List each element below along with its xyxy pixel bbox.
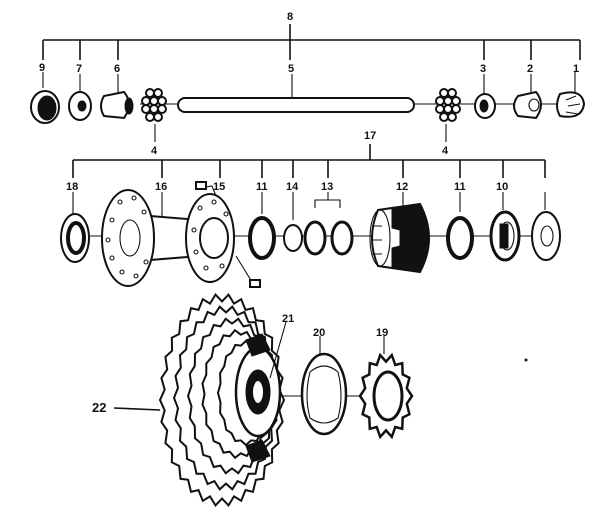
label-8: 8: [287, 11, 293, 23]
hub-flange-left: [101, 189, 155, 287]
label-4-left: 4: [151, 145, 158, 157]
pin-bottom: [249, 279, 261, 288]
label-21: 21: [282, 313, 294, 325]
locknut-right: [556, 91, 586, 118]
label-22: 22: [92, 400, 106, 415]
label-1: 1: [573, 63, 579, 75]
stray-dot: [524, 358, 528, 362]
cog-carrier: [234, 333, 282, 463]
label-19: 19: [376, 327, 388, 339]
dust-cap-right: [531, 211, 561, 261]
hub-flange-right-bore: [199, 217, 229, 259]
bearing-ring-right: [446, 216, 474, 260]
leader-21: [269, 321, 287, 379]
label-18: 18: [66, 181, 78, 193]
hub-body-assembly-group: 17 18 16 15 11 14 13 12 11 10: [60, 130, 561, 288]
cone-left: [100, 90, 130, 120]
spacer-washer: [283, 224, 303, 252]
washer-right: [513, 90, 542, 120]
bearing-balls-right: [435, 88, 461, 122]
cog-spacer-inner: [306, 365, 342, 424]
label-17: 17: [364, 130, 376, 142]
hub-flange-right-spoke-holes: [191, 199, 229, 271]
bearing-ring-left: [248, 216, 276, 260]
label-5: 5: [288, 63, 294, 75]
washer-right-hole: [528, 98, 540, 112]
small-cog-bore: [372, 370, 404, 422]
pawl-ring-b: [330, 220, 354, 256]
locknut-right-notches: [565, 95, 581, 115]
dust-cap-left-inner: [66, 221, 86, 255]
label-6: 6: [114, 63, 120, 75]
label-13: 13: [321, 181, 333, 193]
label-3: 3: [480, 63, 486, 75]
label-14: 14: [286, 181, 299, 193]
axle-assembly-group: 8 9 7 6 5 3 2 1 4 4: [30, 11, 586, 157]
dust-cap-right-hole: [540, 225, 554, 247]
cone-right-hole: [479, 99, 489, 113]
hub-flange-left-bore: [119, 219, 141, 257]
bearing-balls-left: [141, 88, 167, 122]
label-10: 10: [496, 181, 508, 193]
cone-left-edge: [124, 97, 134, 115]
label-15: 15: [213, 181, 225, 193]
leader-22: [113, 407, 161, 411]
label-4-right: 4: [442, 145, 449, 157]
label-7: 7: [76, 63, 82, 75]
cassette-assembly-group: 21 20 19 22: [92, 292, 414, 508]
cog-spacer: [300, 352, 348, 436]
pin-top: [195, 181, 207, 190]
label-20: 20: [313, 327, 325, 339]
axle: [177, 97, 415, 113]
freewheel-body: [369, 202, 430, 274]
washer-left-hole: [77, 100, 87, 112]
small-cog: [358, 352, 414, 440]
leader-13-fork: [314, 192, 341, 208]
label-16: 16: [155, 181, 167, 193]
hub-flange-left-spoke-holes: [105, 195, 149, 279]
locknut-left-face: [37, 95, 57, 121]
freewheel-cone: [489, 210, 521, 262]
pawl-ring-a: [303, 220, 327, 256]
label-12: 12: [396, 181, 408, 193]
label-11-left: 11: [256, 181, 268, 193]
label-11-right: 11: [454, 181, 466, 193]
label-9: 9: [39, 62, 45, 74]
label-2: 2: [527, 63, 533, 75]
